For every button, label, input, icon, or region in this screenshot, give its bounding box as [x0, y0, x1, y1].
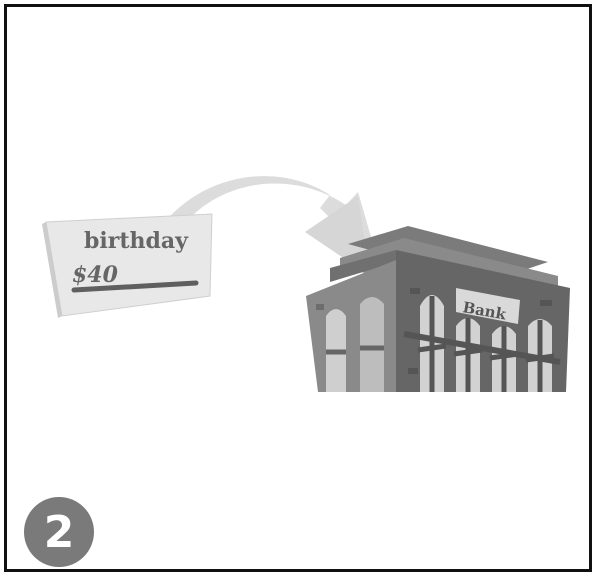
step-number-badge: 2	[24, 497, 94, 567]
money-card-icon: birthday $40	[42, 214, 212, 318]
card-amount: $40	[72, 262, 119, 288]
card-occasion: birthday	[84, 228, 189, 254]
